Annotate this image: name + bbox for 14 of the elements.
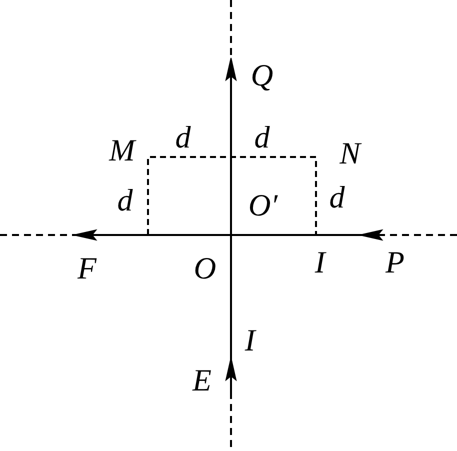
point-label: N	[340, 138, 360, 168]
point-label: O′	[248, 190, 278, 220]
point-label: I	[314, 246, 326, 278]
point-label: Q	[250, 60, 274, 90]
point-label: d	[117, 184, 133, 216]
point-label: M	[109, 134, 135, 166]
point-label: F	[78, 252, 96, 284]
point-label: P	[386, 246, 404, 278]
point-label: d	[175, 122, 191, 152]
point-label: d	[329, 182, 345, 212]
point-label: d	[254, 122, 270, 152]
point-label: O	[194, 252, 216, 284]
point-label: I	[244, 324, 256, 356]
point-label: E	[192, 364, 212, 396]
